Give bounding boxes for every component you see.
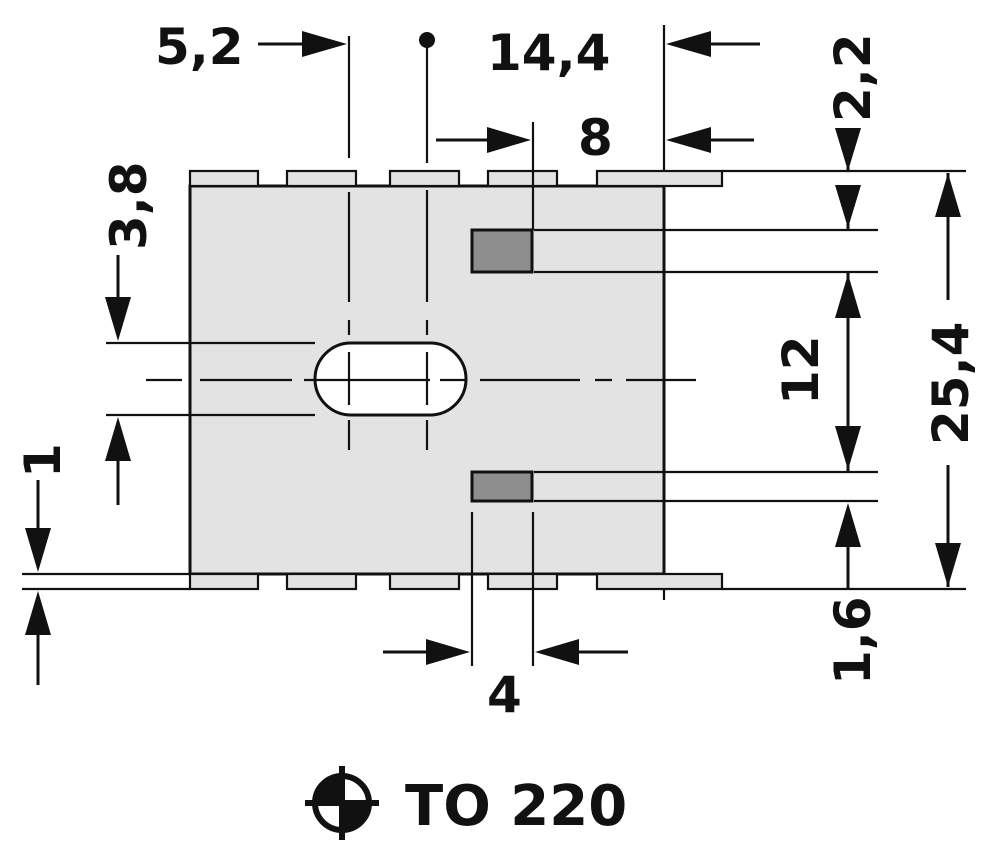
dim-2-2-label: 2,2: [824, 33, 882, 122]
arrow-25-4-bottom: [935, 543, 961, 587]
dim-8-label: 8: [578, 109, 613, 167]
mounting-symbol-icon: [305, 766, 379, 840]
package-caption: TO 220: [405, 774, 627, 839]
arrow-14-4: [666, 31, 711, 57]
dim-5-2-label: 5,2: [155, 18, 244, 76]
bottom-fins: [188, 572, 724, 591]
arrow-5-2: [302, 31, 347, 57]
arrow-12-top: [835, 274, 861, 318]
arrow-1-top: [25, 528, 51, 572]
arrow-1-bottom: [25, 591, 51, 635]
dim-3-8-label: 3,8: [100, 161, 158, 250]
dim-25-4-label: 25,4: [922, 322, 980, 445]
dim-1-label: 1: [14, 443, 72, 478]
arrow-4-left: [426, 639, 470, 665]
pad-bottom: [470, 470, 534, 503]
arrow-2-2-bottom: [835, 185, 861, 228]
arrow-3-8-top: [105, 297, 131, 341]
extension-lines: [22, 25, 966, 666]
arrow-2-2-top: [835, 128, 861, 171]
top-fins: [188, 169, 724, 188]
arrow-3-8-bottom: [105, 417, 131, 461]
dim-12-label: 12: [772, 335, 830, 405]
dim-4-label: 4: [487, 666, 522, 724]
arrow-4-right: [535, 639, 579, 665]
dim-1-6-label: 1,6: [824, 596, 882, 685]
arrow-8-left: [487, 127, 531, 153]
arrow-12-bottom: [835, 426, 861, 470]
dim-14-4-label: 14,4: [487, 24, 610, 82]
arrow-1-6: [835, 503, 861, 547]
datum-dot: [419, 32, 435, 48]
arrow-25-4-top: [935, 173, 961, 217]
pad-top: [470, 228, 534, 274]
arrow-8-right: [666, 127, 711, 153]
